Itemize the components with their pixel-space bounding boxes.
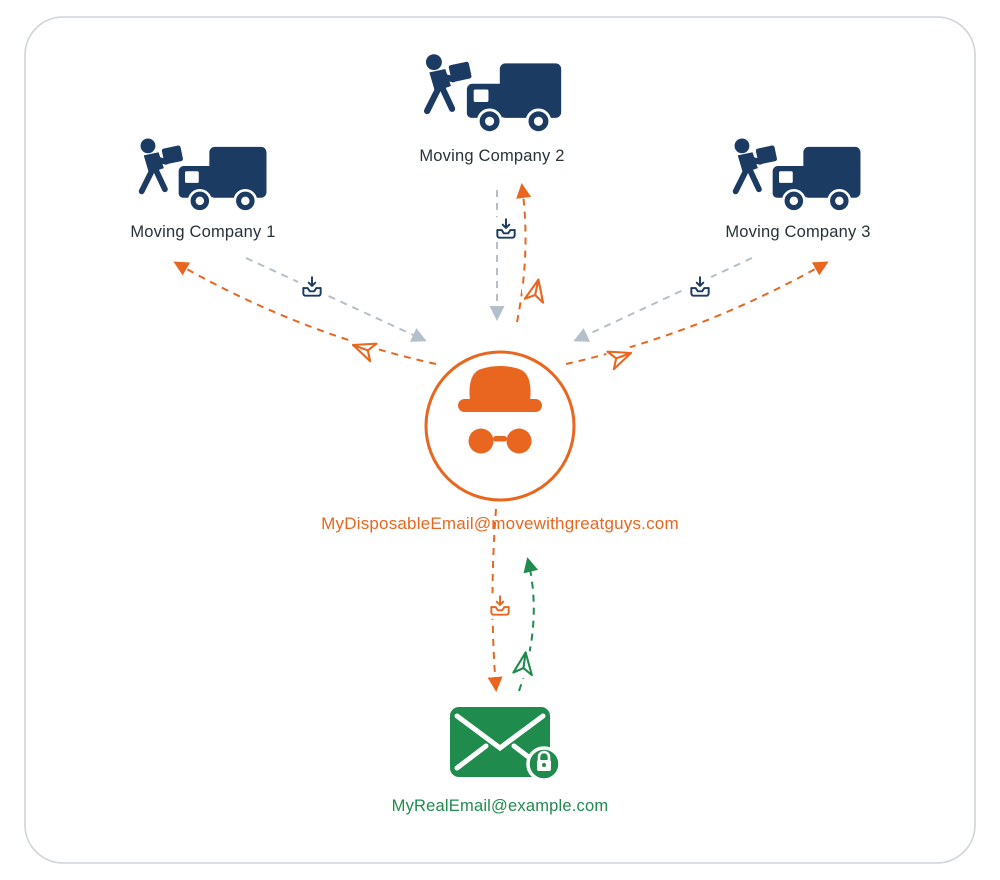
arrow-center-to-real-email xyxy=(487,508,503,692)
arrow-company1-to-center xyxy=(245,257,427,342)
paper-plane-icon-from-real-email xyxy=(510,650,538,678)
paper-plane-icon-to-company2 xyxy=(522,276,550,305)
arrow-center-to-company2 xyxy=(516,183,532,323)
moving-truck-icon-company3 xyxy=(735,138,861,211)
card-outline xyxy=(24,16,976,864)
company3-label: Moving Company 3 xyxy=(725,223,871,241)
inbox-icon-company1 xyxy=(297,272,327,302)
arrow-company3-to-center xyxy=(573,257,753,342)
inbox-icon-company2 xyxy=(491,214,521,244)
inbox-icon-real-email xyxy=(485,591,515,621)
moving-truck-icon-company1 xyxy=(141,138,267,211)
secure-envelope-icon xyxy=(450,707,562,782)
inbox-icon-company3 xyxy=(685,272,715,302)
moving-truck-icon-company2 xyxy=(426,54,561,132)
company1-label: Moving Company 1 xyxy=(130,223,276,241)
company2-label: Moving Company 2 xyxy=(419,147,565,165)
real-email-label: MyRealEmail@example.com xyxy=(391,797,609,815)
disposable-email-label: MyDisposableEmail@movewithgreatguys.com xyxy=(321,514,679,533)
incognito-icon xyxy=(424,350,576,502)
paper-plane-icon-to-company1 xyxy=(348,335,378,363)
paper-plane-icon-to-company3 xyxy=(606,343,636,371)
